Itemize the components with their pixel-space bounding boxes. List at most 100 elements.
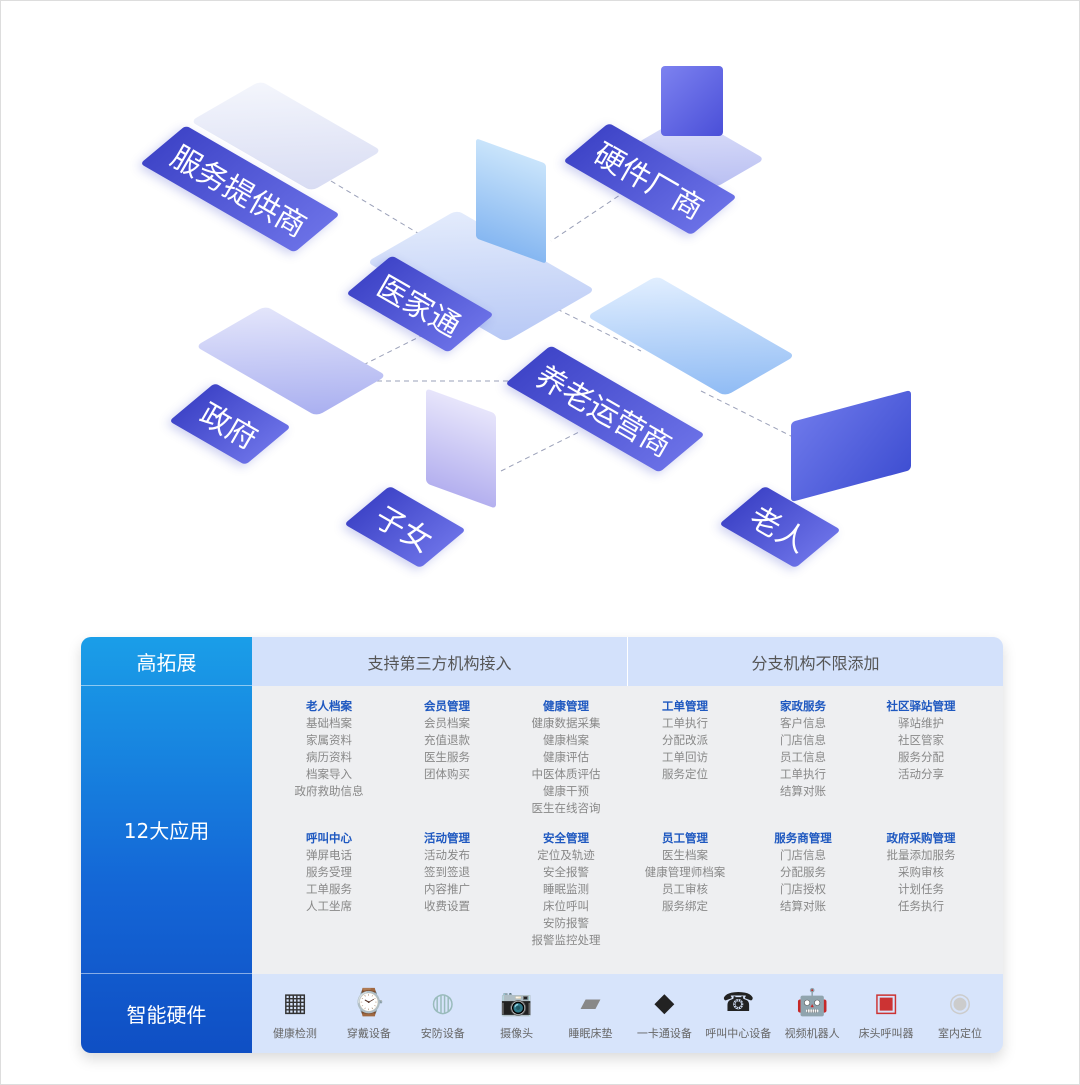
feature-table: 高拓展 12大应用 智能硬件 支持第三方机构接入 分支机构不限添加 老人档案基础…	[81, 637, 1003, 1053]
app-feature: 任务执行	[898, 899, 944, 913]
hardware-item: ▣床头呼叫器	[852, 987, 920, 1041]
app-title: 健康管理	[543, 699, 589, 713]
app-feature: 充值退款	[424, 733, 470, 747]
health-monitor-icon: ▦	[282, 987, 308, 1018]
unlimited-branches: 分支机构不限添加	[627, 637, 1003, 686]
app-feature: 员工信息	[780, 750, 826, 764]
app-title: 政府采购管理	[886, 831, 956, 845]
app-feature: 分配改派	[662, 733, 708, 747]
app-module: 工单管理工单执行分配改派工单回访服务定位	[626, 698, 744, 783]
app-module: 健康管理健康数据采集健康档案健康评估中医体质评估健康干预医生在线咨询	[507, 698, 625, 817]
smartwatch-icon: ⌚	[352, 987, 386, 1018]
app-feature: 弹屏电话	[306, 848, 352, 862]
app-feature: 签到签退	[424, 865, 470, 879]
app-feature: 会员档案	[424, 716, 470, 730]
app-feature: 结算对账	[780, 899, 826, 913]
app-module: 安全管理定位及轨迹安全报警睡眠监测床位呼叫安防报警报警监控处理	[507, 830, 625, 949]
app-feature: 健康档案	[543, 733, 589, 747]
app-feature: 报警监控处理	[531, 933, 601, 947]
app-feature: 医生档案	[662, 848, 708, 862]
app-title: 安全管理	[543, 831, 589, 845]
app-feature: 结算对账	[780, 784, 826, 798]
app-feature: 门店信息	[780, 848, 826, 862]
app-feature: 服务定位	[662, 767, 708, 781]
app-title: 会员管理	[424, 699, 470, 713]
app-module: 服务商管理门店信息分配服务门店授权结算对账	[744, 830, 862, 915]
indoor-locator-icon: ◉	[948, 987, 972, 1018]
hardware-label: 健康检测	[272, 1026, 317, 1040]
app-feature: 批量添加服务	[886, 848, 956, 862]
app-module: 会员管理会员档案充值退款医生服务团体购买	[388, 698, 506, 783]
app-feature: 健康管理师档案	[644, 865, 726, 879]
app-title: 活动管理	[424, 831, 470, 845]
app-feature: 人工坐席	[306, 899, 352, 913]
app-feature: 驿站维护	[898, 716, 944, 730]
hardware-label: 睡眠床垫	[568, 1026, 613, 1040]
app-title: 员工管理	[662, 831, 708, 845]
row-labels: 高拓展 12大应用 智能硬件	[81, 637, 252, 1053]
app-feature: 政府救助信息	[294, 784, 364, 798]
app-feature: 社区管家	[898, 733, 944, 747]
app-feature: 内容推广	[424, 882, 470, 896]
app-feature: 中医体质评估	[531, 767, 601, 781]
applications-grid: 老人档案基础档案家属资料病历资料档案导入政府救助信息会员管理会员档案充值退款医生…	[252, 686, 1003, 974]
hardware-label: 穿戴设备	[346, 1026, 391, 1040]
hardware-label: 安防设备	[420, 1026, 465, 1040]
app-module: 政府采购管理批量添加服务采购审核计划任务任务执行	[862, 830, 980, 915]
app-feature: 门店信息	[780, 733, 826, 747]
hardware-item: ▦ 健康检测	[261, 987, 329, 1041]
hardware-label: 视频机器人	[784, 1026, 840, 1040]
row-label-expand: 高拓展	[81, 637, 252, 686]
bedside-caller-icon: ▣	[873, 987, 899, 1018]
hardware-item: ☎呼叫中心设备	[704, 987, 772, 1041]
third-party-access: 支持第三方机构接入	[367, 653, 512, 673]
app-feature: 客户信息	[780, 716, 826, 730]
app-feature: 计划任务	[898, 882, 944, 896]
robot-icon: 🤖	[795, 987, 829, 1018]
app-feature: 基础档案	[306, 716, 352, 730]
app-module: 呼叫中心弹屏电话服务受理工单服务人工坐席	[270, 830, 388, 915]
app-feature: 员工审核	[662, 882, 708, 896]
app-module: 家政服务客户信息门店信息员工信息工单执行结算对账	[744, 698, 862, 800]
hardware-label: 室内定位	[937, 1026, 982, 1040]
app-module: 社区驿站管理驿站维护社区管家服务分配活动分享	[862, 698, 980, 783]
app-feature: 团体购买	[424, 767, 470, 781]
expand-row: 支持第三方机构接入 分支机构不限添加	[252, 637, 1003, 686]
camera-icon: 📷	[500, 987, 533, 1018]
app-feature: 医生服务	[424, 750, 470, 764]
hardware-item: ◉ 室内定位	[926, 987, 994, 1041]
hardware-row: ▦健康检测⌚穿戴设备◍安防设备📷摄像头▰睡眠床垫◆一卡通设备☎呼叫中心设备🤖视频…	[252, 974, 1003, 1053]
app-feature: 家属资料	[306, 733, 352, 747]
app-title: 工单管理	[662, 699, 708, 713]
app-feature: 定位及轨迹	[537, 848, 595, 862]
app-title: 社区驿站管理	[886, 699, 956, 713]
app-feature: 服务分配	[898, 750, 944, 764]
app-feature: 分配服务	[780, 865, 826, 879]
app-module: 活动管理活动发布签到签退内容推广收费设置	[388, 830, 506, 915]
app-feature: 睡眠监测	[543, 882, 589, 896]
hardware-item: 🤖 视频机器人	[778, 987, 846, 1041]
app-title: 呼叫中心	[306, 831, 352, 845]
app-feature: 服务绑定	[662, 899, 708, 913]
app-feature: 床位呼叫	[543, 899, 589, 913]
app-feature: 安全报警	[543, 865, 589, 879]
hardware-label: 呼叫中心设备	[705, 1026, 772, 1040]
hardware-item: ⌚ 穿戴设备	[335, 987, 403, 1041]
app-feature: 档案导入	[306, 767, 352, 781]
app-module: 员工管理医生档案健康管理师档案员工审核服务绑定	[626, 830, 744, 915]
app-feature: 工单执行	[780, 767, 826, 781]
app-title: 老人档案	[306, 699, 352, 713]
app-title: 家政服务	[780, 699, 826, 713]
row-label-hardware: 智能硬件	[126, 1003, 207, 1027]
app-feature: 工单服务	[306, 882, 352, 896]
app-feature: 活动发布	[424, 848, 470, 862]
app-feature: 采购审核	[898, 865, 944, 879]
app-feature: 医生在线咨询	[531, 801, 601, 815]
row-label-apps: 12大应用	[81, 686, 252, 974]
app-feature: 收费设置	[424, 899, 470, 913]
app-feature: 健康评估	[543, 750, 589, 764]
app-feature: 门店授权	[780, 882, 826, 896]
app-module: 老人档案基础档案家属资料病历资料档案导入政府救助信息	[270, 698, 388, 800]
hardware-label: 摄像头	[500, 1026, 534, 1040]
mattress-icon: ▰	[580, 987, 601, 1018]
